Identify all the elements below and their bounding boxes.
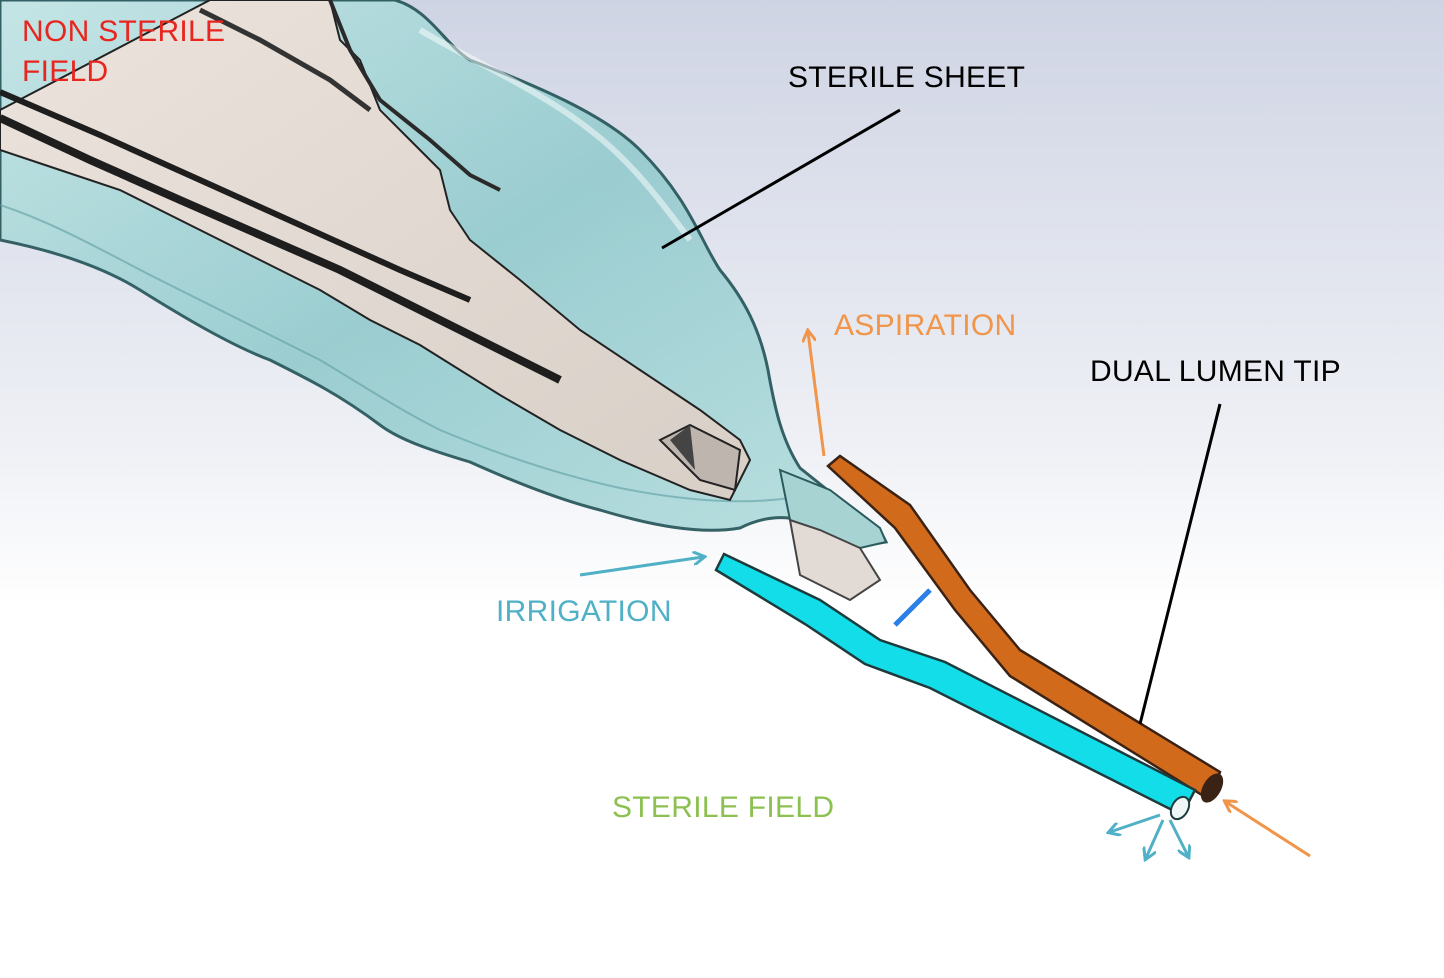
irrigation-label: IRRIGATION xyxy=(496,595,672,628)
aspiration-inlet-arrow xyxy=(1226,802,1311,858)
irrigation-lumen xyxy=(714,552,1197,817)
dual-lumen-leader-line xyxy=(1138,403,1222,725)
sterile-sheet-label: STERILE SHEET xyxy=(788,61,1026,94)
seal-highlight xyxy=(893,588,932,627)
aspiration-arrow xyxy=(808,332,826,457)
aspiration-lumen xyxy=(826,454,1222,802)
aspiration-lumen-opening xyxy=(1200,773,1224,803)
dual-lumen-tip-label: DUAL LUMEN TIP xyxy=(1090,355,1341,388)
non-sterile-field-label: NON STERILE FIELD xyxy=(22,15,226,88)
irrigation-outlet-arrow-left xyxy=(1110,813,1161,832)
aspiration-label: ASPIRATION xyxy=(834,309,1017,342)
sterile-sheet-leader-line xyxy=(661,108,901,250)
irrigation-outlet-arrow-right xyxy=(1168,819,1188,856)
sterile-field-label: STERILE FIELD xyxy=(612,791,835,824)
handpiece-body xyxy=(0,0,752,502)
irrigation-arrow xyxy=(579,557,703,577)
irrigation-outlet-arrow-down xyxy=(1146,819,1165,858)
irrigation-lumen-opening xyxy=(1169,795,1191,821)
nozzle-neck xyxy=(778,468,888,602)
